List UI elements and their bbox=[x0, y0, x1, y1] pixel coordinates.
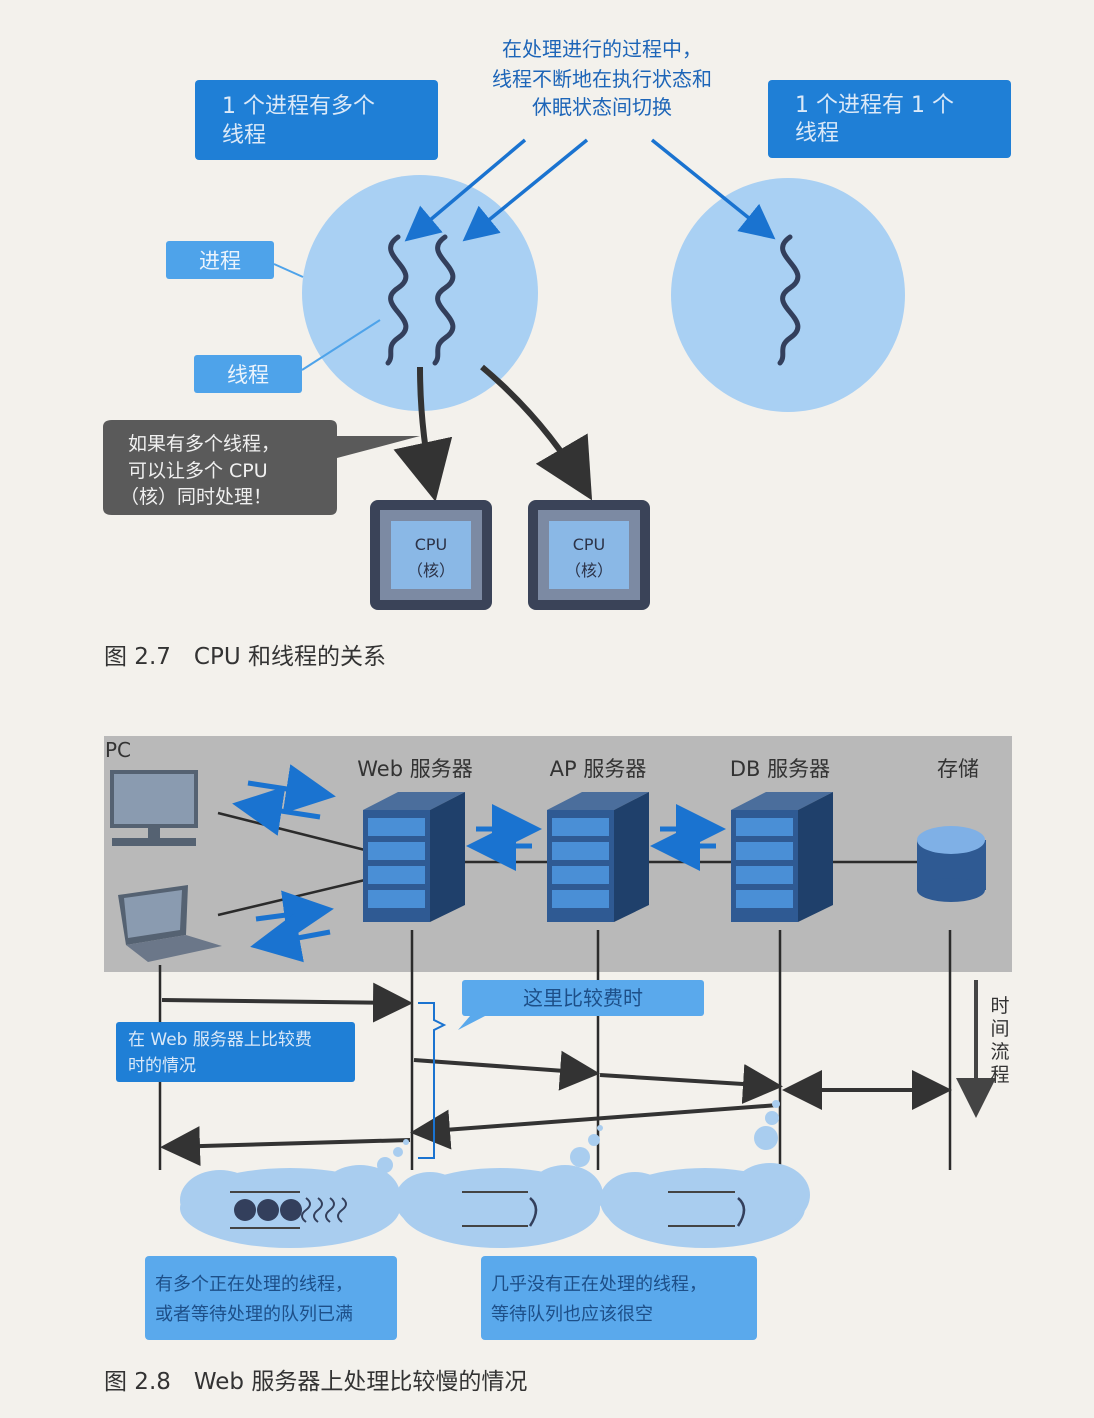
web-server-icon bbox=[363, 792, 465, 922]
bottom-right-line-2: 等待队列也应该很空 bbox=[491, 1304, 653, 1325]
bottom-right-line-1: 几乎没有正在处理的线程， bbox=[491, 1274, 707, 1295]
thread-label-text: 线程 bbox=[227, 363, 269, 387]
note-arrow-2 bbox=[462, 138, 589, 242]
exchange-arrows bbox=[232, 764, 726, 963]
figure-1-caption: 图 2.7 CPU 和线程的关系 bbox=[104, 644, 386, 670]
note-arrow-1 bbox=[404, 138, 527, 242]
process-label-text: 进程 bbox=[199, 249, 241, 273]
top-note-line-1: 在处理进行的过程中， bbox=[502, 37, 702, 61]
time-flow-char-2: 间 bbox=[990, 1018, 1009, 1040]
process-label: 进程 bbox=[166, 241, 304, 279]
time-flow-char-3: 流 bbox=[990, 1041, 1009, 1063]
top-note-line-2: 线程不断地在执行状态和 bbox=[492, 67, 712, 91]
top-note: 在处理进行的过程中， 线程不断地在执行状态和 休眠状态间切换 bbox=[492, 37, 712, 119]
left-box-line-2: 线程 bbox=[222, 123, 266, 148]
desktop-pc-icon bbox=[110, 770, 198, 846]
pc-label: PC bbox=[105, 738, 131, 762]
ap-server-label: AP 服务器 bbox=[550, 757, 647, 781]
note-arrow-3 bbox=[650, 138, 776, 240]
right-box-line-2: 线程 bbox=[795, 121, 839, 146]
time-flow-char-1: 时 bbox=[990, 995, 1009, 1017]
figure-2-7: 在处理进行的过程中， 线程不断地在执行状态和 休眠状态间切换 1 个进程有多个 … bbox=[103, 37, 1011, 670]
cpu-arrow-1 bbox=[393, 366, 453, 502]
laptop-icon bbox=[118, 885, 222, 962]
bottom-left-line-2: 或者等待处理的队列已满 bbox=[155, 1304, 353, 1325]
speech-line-1: 如果有多个线程， bbox=[128, 433, 280, 455]
cpu-1-line-1: CPU bbox=[415, 535, 448, 554]
cpu-arrow-2 bbox=[480, 364, 593, 501]
left-box: 1 个进程有多个 线程 bbox=[195, 80, 438, 160]
db-server-label: DB 服务器 bbox=[730, 757, 830, 781]
thread-wave-1 bbox=[385, 234, 409, 366]
thought-cloud-right bbox=[600, 1100, 810, 1248]
left-box-line-1: 1 个进程有多个 bbox=[222, 94, 375, 119]
web-server-label: Web 服务器 bbox=[357, 757, 472, 781]
figure-2-caption: 图 2.8 Web 服务器上处理比较慢的情况 bbox=[104, 1369, 527, 1395]
sequence-arrows bbox=[160, 982, 952, 1167]
speech-line-2: 可以让多个 CPU bbox=[128, 460, 268, 482]
bottom-right-box: 几乎没有正在处理的线程， 等待队列也应该很空 bbox=[481, 1256, 757, 1340]
thought-cloud-left bbox=[180, 1139, 409, 1248]
thread-wave-2 bbox=[432, 234, 456, 366]
thought-cloud-middle bbox=[395, 1125, 603, 1248]
slow-here-text: 这里比较费时 bbox=[523, 986, 643, 1010]
cpu-2-line-2: （核） bbox=[565, 561, 613, 580]
bottom-left-box: 有多个正在处理的线程， 或者等待处理的队列已满 bbox=[145, 1256, 397, 1340]
time-flow: 时 间 流 程 bbox=[956, 980, 1010, 1118]
bottom-left-line-1: 有多个正在处理的线程， bbox=[155, 1274, 353, 1295]
db-server-icon bbox=[731, 792, 833, 922]
thread-wave-3 bbox=[777, 234, 801, 366]
process-circle-right bbox=[671, 178, 905, 412]
slow-here-label: 这里比较费时 bbox=[458, 980, 704, 1030]
web-slow-box: 在 Web 服务器上比较费 时的情况 bbox=[116, 1022, 355, 1082]
ap-server-icon bbox=[547, 792, 649, 922]
right-box: 1 个进程有 1 个 线程 bbox=[768, 80, 1011, 158]
thread-label: 线程 bbox=[194, 319, 381, 393]
right-box-line-1: 1 个进程有 1 个 bbox=[795, 93, 954, 118]
top-note-line-3: 休眠状态间切换 bbox=[532, 95, 672, 119]
time-flow-char-4: 程 bbox=[990, 1064, 1009, 1086]
web-slow-line-1: 在 Web 服务器上比较费 bbox=[128, 1030, 312, 1050]
speech-line-3: （核）同时处理！ bbox=[120, 486, 272, 508]
cpu-chip-2: CPU （核） bbox=[528, 500, 650, 610]
cpu-2-line-1: CPU bbox=[573, 535, 606, 554]
storage-label: 存储 bbox=[937, 757, 979, 781]
web-brace bbox=[418, 1002, 447, 1159]
figure-2-8: PC Web 服务器 AP 服务器 DB 服务器 存储 bbox=[104, 736, 1012, 1395]
storage-icon bbox=[917, 826, 986, 902]
web-slow-line-2: 时的情况 bbox=[128, 1056, 196, 1076]
cpu-chip-1: CPU （核） bbox=[370, 500, 492, 610]
speech-bubble: 如果有多个线程， 可以让多个 CPU （核）同时处理！ bbox=[103, 420, 420, 515]
cpu-1-line-2: （核） bbox=[407, 561, 455, 580]
